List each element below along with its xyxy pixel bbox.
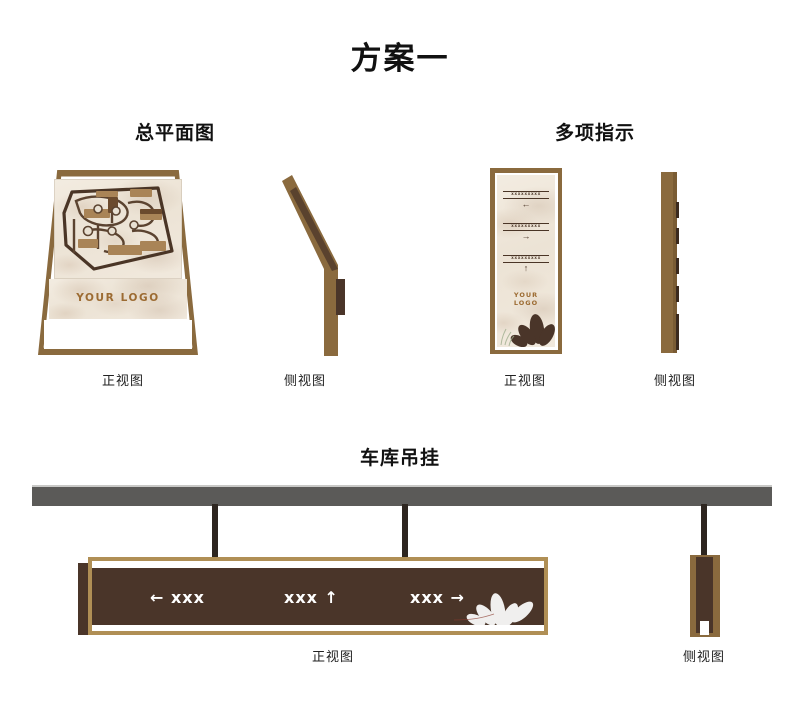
multi-row: xxxxxxxxx ↑: [503, 255, 549, 274]
garage-side-slot: [700, 621, 709, 635]
site-plan-logo-text: YOUR LOGO: [76, 292, 160, 304]
multi-row: xxxxxxxxx ←: [503, 191, 549, 210]
multi-row: xxxxxxxxx →: [503, 223, 549, 242]
drop-rod: [212, 504, 218, 568]
caption-multi-front: 正视图: [503, 373, 546, 388]
multi-sign-panel: xxxxxxxxx ← xxxxxxxxx → xxxxxxxxx ↑ YOUR…: [497, 175, 555, 347]
caption-multi-side: 侧视图: [653, 373, 696, 388]
hanging-sign-entry: xxx ↑: [284, 588, 339, 607]
caption-garage-side: 侧视图: [682, 649, 725, 664]
hanging-sign-entry: ← xxx: [150, 588, 205, 607]
multi-row-text: xxxxxxxxx: [503, 223, 549, 231]
garage-hanging-side-view: [676, 555, 732, 640]
ceiling-beam: [32, 485, 772, 506]
page-title: 方案一: [350, 41, 450, 76]
site-plan-side-view: [280, 173, 380, 358]
site-plan-base-panel: [44, 320, 192, 349]
drop-rod: [402, 504, 408, 568]
multi-row-arrow: ↑: [523, 263, 529, 273]
site-plan-sign-group: YOUR LOGO: [30, 165, 370, 365]
garage-hanging-group: [0, 480, 800, 660]
multi-row-arrow: →: [521, 231, 531, 241]
drop-rod: [701, 504, 707, 580]
site-plan-logo-panel: YOUR LOGO: [49, 279, 187, 319]
section-title-multi-directional: 多项指示: [554, 123, 635, 144]
multi-row-text: xxxxxxxxx: [503, 255, 549, 263]
multi-row-text: xxxxxxxxx: [503, 191, 549, 199]
section-title-garage-hanging: 车库吊挂: [359, 448, 440, 469]
garage-side-face: [696, 557, 713, 633]
vertical-post-icon: [661, 172, 679, 353]
caption-site-plan-side: 侧视图: [283, 373, 326, 388]
caption-garage-front: 正视图: [311, 649, 354, 664]
lotus-flower-icon: [500, 314, 555, 347]
caption-site-plan-front: 正视图: [101, 373, 144, 388]
hanging-sign-entry: xxx →: [410, 588, 465, 607]
section-title-site-plan: 总平面图: [134, 123, 215, 144]
angled-post-icon: [282, 175, 345, 356]
lotus-flower-icon: [454, 593, 534, 625]
hanging-sign-face: ← xxx xxx ↑ xxx →: [92, 568, 544, 625]
multi-directional-sign-group: xxxxxxxxx ← xxxxxxxxx → xxxxxxxxx ↑ YOUR…: [470, 165, 730, 365]
multi-sign-logo-text: YOUR LOGO: [513, 291, 539, 307]
site-plan-map-icon: [62, 186, 174, 271]
multi-sign-side-view: [645, 170, 705, 355]
site-plan-map-panel: [54, 179, 182, 279]
multi-row-arrow: ←: [521, 199, 531, 209]
